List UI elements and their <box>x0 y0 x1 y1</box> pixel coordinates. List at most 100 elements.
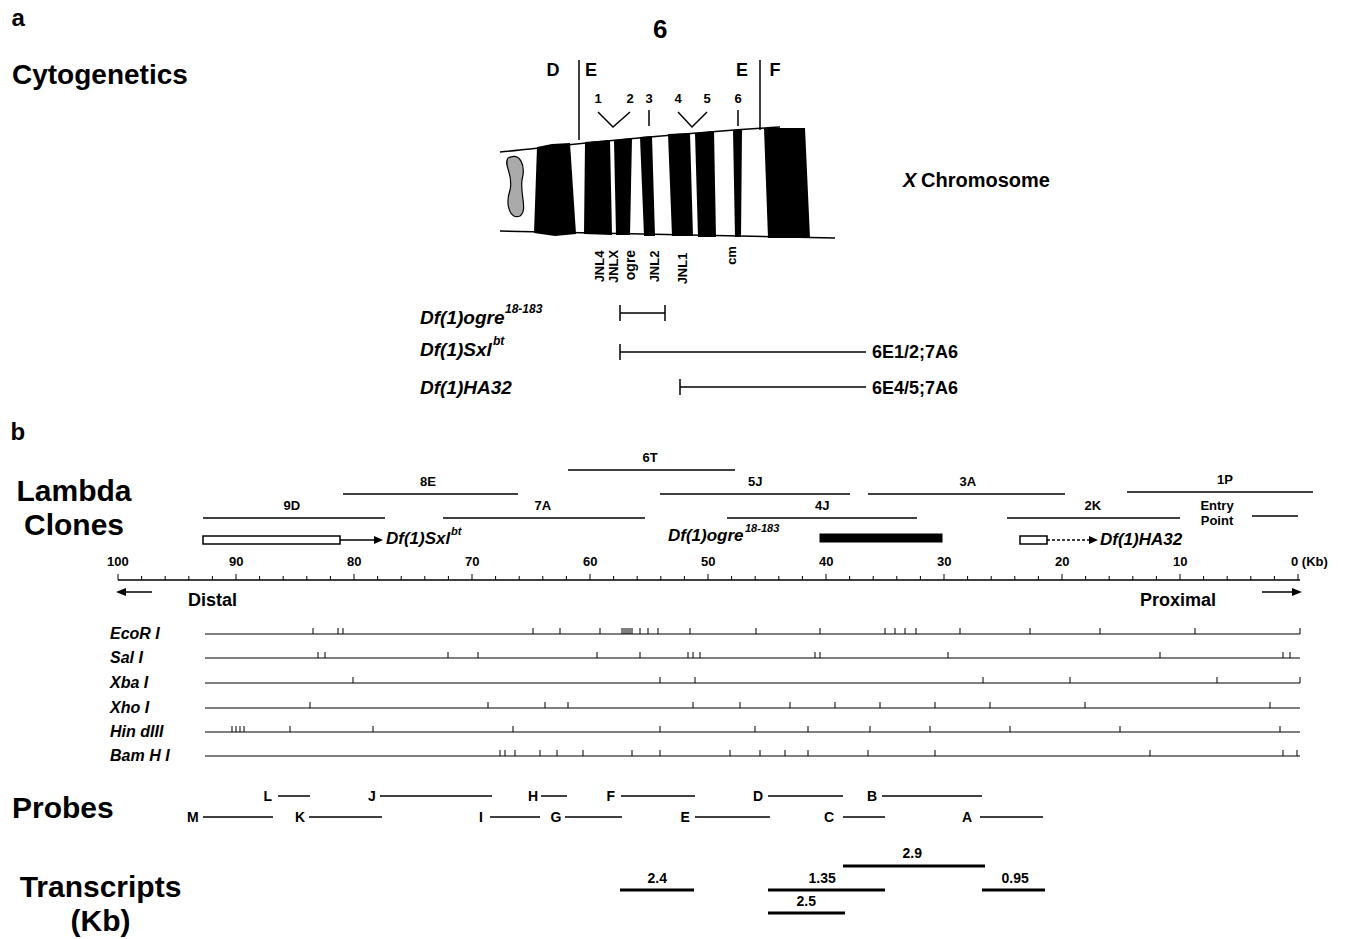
direction-label: Distal <box>188 590 237 611</box>
scale-axis <box>118 580 1300 592</box>
tick-mark <box>826 574 827 580</box>
tick-mark <box>583 750 584 756</box>
probe-line <box>843 816 885 818</box>
tick-mark <box>870 726 871 732</box>
transcript-lines <box>620 866 1045 913</box>
tick-mark <box>542 576 543 580</box>
band-letter: E <box>736 60 748 81</box>
probe-line <box>768 795 843 797</box>
transcript-size: 2.9 <box>903 845 922 861</box>
tick-mark <box>232 726 233 732</box>
tick-mark <box>566 576 567 580</box>
deficiency-span <box>680 386 866 388</box>
enzyme-name: Sal I <box>110 649 143 667</box>
clone-line <box>443 517 645 519</box>
tick-mark <box>330 576 331 580</box>
tick-mark <box>693 652 694 658</box>
tick-mark <box>613 576 614 580</box>
direction-arrow <box>122 591 152 593</box>
tick-mark <box>1300 628 1301 634</box>
dark-band <box>733 130 742 237</box>
tick-mark <box>740 702 741 708</box>
probe-line <box>695 816 770 818</box>
tick-group <box>118 574 1300 756</box>
tick-mark <box>896 576 897 580</box>
tick-mark <box>1062 574 1063 580</box>
band-pointer <box>598 112 630 127</box>
deficiency-span <box>620 312 665 314</box>
restriction-line <box>205 707 1300 708</box>
enzyme-name: Bam H I <box>110 747 170 765</box>
tick-mark <box>448 576 449 580</box>
probe-letter: B <box>867 788 877 804</box>
tick-mark <box>967 576 968 580</box>
clone-note: Entry Point <box>1187 498 1247 528</box>
probe-line <box>278 795 310 797</box>
deficiency-bar <box>1020 536 1047 544</box>
dark-band <box>764 128 810 238</box>
tick-mark <box>353 677 354 683</box>
tick-mark <box>983 677 984 683</box>
arrowhead <box>374 536 383 544</box>
tick-mark <box>1132 576 1133 580</box>
band-number: 5 <box>704 92 711 107</box>
tick-mark <box>695 677 696 683</box>
tick-mark <box>212 576 213 580</box>
chromosome-label: X <box>903 169 916 192</box>
tick-mark <box>597 652 598 658</box>
scale-number: 30 <box>937 555 951 570</box>
tick-mark <box>637 576 638 580</box>
tick-mark <box>560 628 561 634</box>
clone-name: 6T <box>643 451 658 466</box>
clone-line <box>868 493 1065 495</box>
probe-line <box>565 816 622 818</box>
probe-letter: K <box>295 809 305 825</box>
tick-mark <box>424 576 425 580</box>
dark-band <box>584 140 612 235</box>
restriction-lines <box>205 634 1300 756</box>
tick-mark <box>630 628 631 634</box>
restriction-line <box>205 682 1300 683</box>
deficiency-label: Df(1)Sxl <box>420 339 492 361</box>
deficiency-label: Df(1)HA32 <box>420 377 512 399</box>
probe-letter: G <box>551 809 562 825</box>
deficiency-label: Df(1)ogre <box>420 307 504 329</box>
tick-mark <box>684 576 685 580</box>
probe-letter: F <box>607 788 616 804</box>
row-heading: Lambda Clones <box>4 474 144 542</box>
tick-mark <box>849 576 850 580</box>
breakpoint-label: 6E4/5;7A6 <box>872 378 958 399</box>
probe-letter: J <box>368 788 376 804</box>
tick-mark <box>533 628 534 634</box>
dark-band <box>695 131 716 237</box>
band-pointer <box>678 112 707 127</box>
tick-mark <box>568 702 569 708</box>
division-line <box>759 60 761 130</box>
clone-line <box>660 493 850 495</box>
band-letter: F <box>770 60 781 81</box>
clone-line <box>727 517 917 519</box>
restriction-line <box>205 633 1300 634</box>
tick-mark <box>755 726 756 732</box>
tick-mark <box>820 652 821 658</box>
tick-mark <box>944 574 945 580</box>
clone-line <box>1007 517 1180 519</box>
tick-mark <box>325 652 326 658</box>
tick-mark <box>354 574 355 580</box>
tick-mark <box>505 750 506 756</box>
tick-mark <box>236 574 237 580</box>
tick-mark <box>688 652 689 658</box>
deficiency-bars <box>203 534 1098 544</box>
clone-name: 4J <box>815 499 829 514</box>
tick-mark <box>1100 628 1101 634</box>
tick-mark <box>513 726 514 732</box>
row-heading: Probes <box>12 791 114 826</box>
tick-mark <box>660 576 661 580</box>
band-markers <box>579 60 760 140</box>
tick-mark <box>930 726 931 732</box>
clone-line <box>203 517 385 519</box>
tick-mark <box>755 576 756 580</box>
tick-mark <box>1030 628 1031 634</box>
panel-letter: b <box>11 418 26 446</box>
